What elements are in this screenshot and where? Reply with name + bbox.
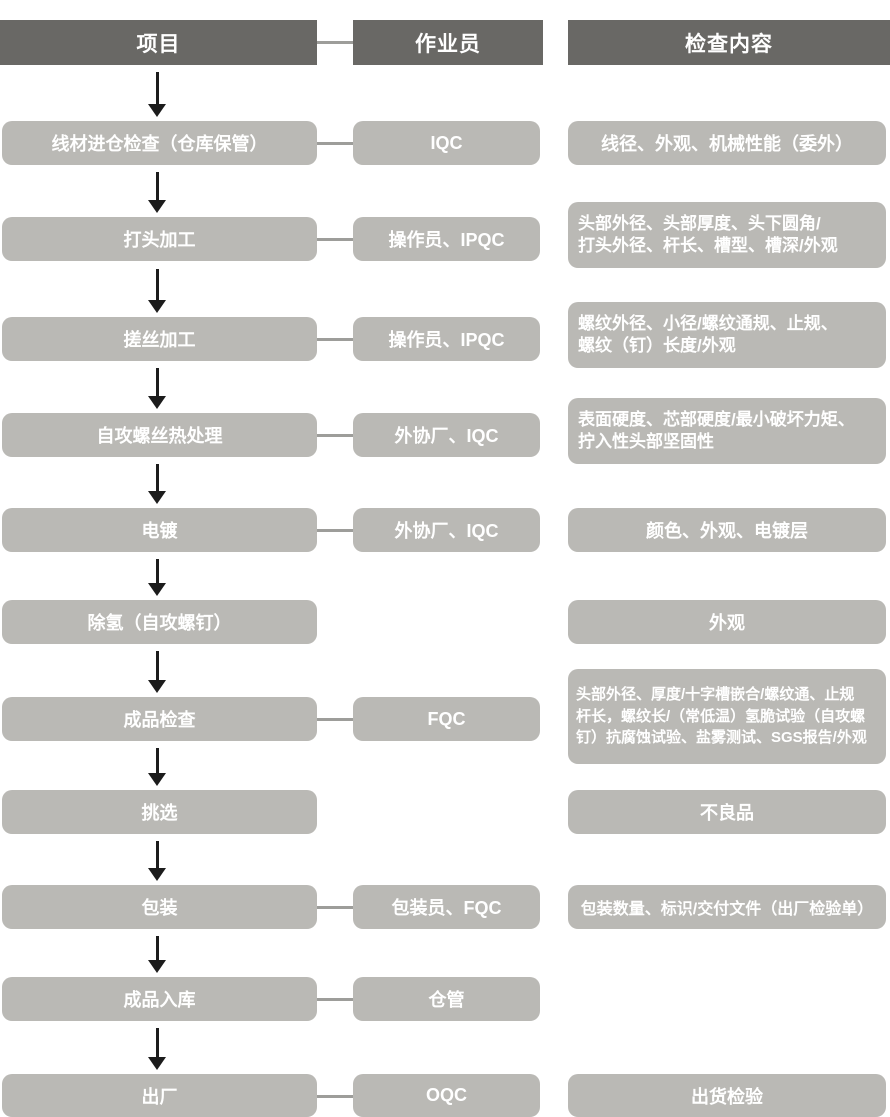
inspection-box: 外观	[568, 600, 886, 644]
header-inspection: 检查内容	[568, 20, 890, 65]
inspection-box: 表面硬度、芯部硬度/最小破坏力矩、 拧入性头部坚固性	[568, 398, 886, 464]
connector-line	[317, 238, 353, 241]
process-box-heat-treatment: 自攻螺丝热处理	[2, 413, 317, 457]
process-box-dehydrogenation: 除氢（自攻螺钉）	[2, 600, 317, 644]
operator-box-fqc: FQC	[353, 697, 540, 741]
process-box-packing: 包装	[2, 885, 317, 929]
process-box-wire-inbound: 线材进仓检查（仓库保管）	[2, 121, 317, 165]
connector-line	[317, 906, 353, 909]
connector-line	[317, 998, 353, 1001]
connector-line	[317, 718, 353, 721]
operator-box-oqc: OQC	[353, 1074, 540, 1117]
down-arrow-icon	[147, 651, 167, 693]
process-box-final-inspection: 成品检查	[2, 697, 317, 741]
operator-box-warehouse-keeper: 仓管	[353, 977, 540, 1021]
down-arrow-icon	[147, 72, 167, 117]
connector-line	[317, 434, 353, 437]
connector-line	[317, 338, 353, 341]
operator-box-subcontractor-iqc: 外协厂、IQC	[353, 413, 540, 457]
connector-line	[317, 529, 353, 532]
down-arrow-icon	[147, 368, 167, 409]
connector-line	[317, 1095, 353, 1098]
down-arrow-icon	[147, 748, 167, 786]
process-box-thread-rolling: 搓丝加工	[2, 317, 317, 361]
header-project: 项目	[0, 20, 317, 65]
header-connector-line	[317, 41, 353, 44]
connector-line	[317, 142, 353, 145]
inspection-box: 头部外径、头部厚度、头下圆角/ 打头外径、杆长、槽型、槽深/外观	[568, 202, 886, 268]
operator-box-packer-fqc: 包装员、FQC	[353, 885, 540, 929]
inspection-box: 出货检验	[568, 1074, 886, 1117]
process-box-shipment: 出厂	[2, 1074, 317, 1117]
inspection-box: 不良品	[568, 790, 886, 834]
down-arrow-icon	[147, 936, 167, 973]
down-arrow-icon	[147, 1028, 167, 1070]
down-arrow-icon	[147, 269, 167, 313]
down-arrow-icon	[147, 172, 167, 213]
process-box-warehouse-in: 成品入库	[2, 977, 317, 1021]
down-arrow-icon	[147, 559, 167, 596]
inspection-box: 颜色、外观、电镀层	[568, 508, 886, 552]
down-arrow-icon	[147, 464, 167, 504]
operator-box-ipqc: 操作员、IPQC	[353, 317, 540, 361]
process-box-plating: 电镀	[2, 508, 317, 552]
down-arrow-icon	[147, 841, 167, 881]
operator-box-subcontractor-iqc: 外协厂、IQC	[353, 508, 540, 552]
inspection-box: 头部外径、厚度/十字槽嵌合/螺纹通、止规 杆长，螺纹长/（常低温）氢脆试验（自攻…	[568, 669, 886, 764]
operator-box-ipqc: 操作员、IPQC	[353, 217, 540, 261]
inspection-box: 包装数量、标识/交付文件（出厂检验单）	[568, 885, 886, 929]
inspection-box: 线径、外观、机械性能（委外）	[568, 121, 886, 165]
operator-box-iqc: IQC	[353, 121, 540, 165]
inspection-box: 螺纹外径、小径/螺纹通规、止规、 螺纹（钉）长度/外观	[568, 302, 886, 368]
process-box-sorting: 挑选	[2, 790, 317, 834]
process-box-heading: 打头加工	[2, 217, 317, 261]
header-operator: 作业员	[353, 20, 543, 65]
